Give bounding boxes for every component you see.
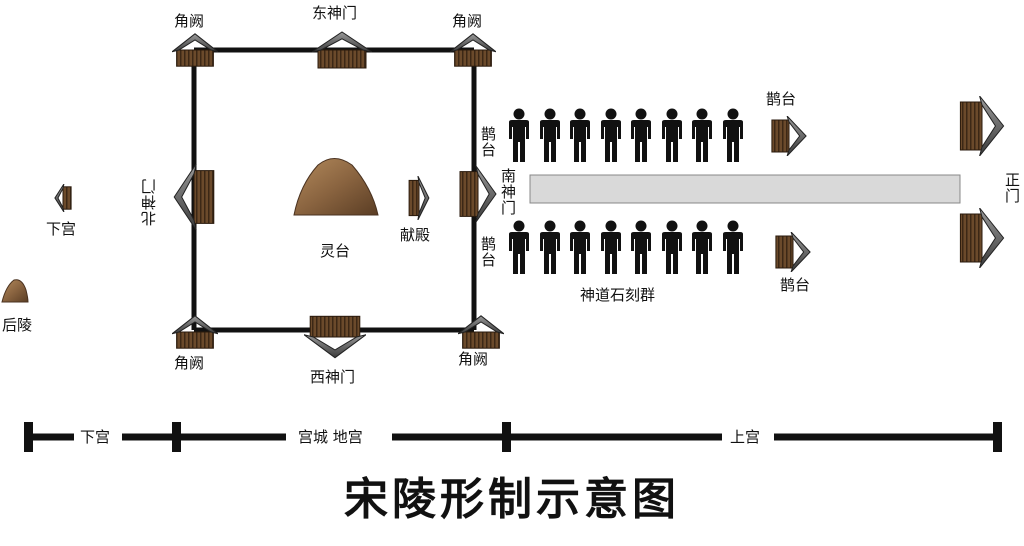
label-que-lower-right: 鹊台 (780, 276, 811, 294)
rear-tomb-mound (1, 279, 29, 303)
east-gate-icon (312, 31, 372, 69)
statue-top-6 (661, 108, 682, 162)
south-gate-icon (459, 166, 497, 222)
corner-tower-tl-icon (172, 33, 218, 67)
label-rear-tomb: 后陵 (2, 316, 33, 334)
scale-label-palace-city-underground: 宫城 地宫 (298, 428, 363, 446)
statue-bottom-3 (570, 220, 590, 274)
label-corner-tower-tr: 角阙 (452, 12, 483, 30)
label-que-upper-right: 鹊台 (766, 90, 797, 108)
label-corner-tower-br: 角阙 (458, 350, 489, 368)
north-gate-icon (173, 164, 215, 230)
statue-bottom-5 (631, 220, 651, 274)
scale-bar (24, 422, 1002, 452)
statue-bottom-1 (509, 220, 529, 274)
label-north-gate: 北神门 (140, 178, 158, 226)
spirit-platform-mound (293, 158, 379, 216)
scale-label-lower-palace: 下宫 (80, 428, 111, 446)
statue-top-8 (722, 108, 743, 162)
label-que-upper-left: 鹊台 (479, 126, 497, 158)
main-gate-upper-icon (959, 96, 1005, 156)
statue-top-1 (509, 108, 529, 162)
west-gate-icon (304, 315, 366, 359)
statue-top-4 (600, 108, 621, 162)
label-offering-hall: 献殿 (400, 226, 431, 244)
label-corner-tower-tl: 角阙 (174, 12, 205, 30)
statue-bottom-2 (539, 220, 560, 274)
statue-bottom-4 (600, 220, 621, 274)
statue-top-5 (631, 108, 651, 162)
label-corner-tower-bl: 角阙 (174, 354, 205, 372)
que-lower-right-icon (775, 232, 811, 272)
label-stone-carvings: 神道石刻群 (580, 286, 656, 304)
statue-top-7 (692, 108, 712, 162)
label-south-gate: 南神门 (499, 168, 517, 216)
label-main-gate: 正门 (1003, 172, 1021, 204)
label-east-gate: 东神门 (312, 4, 358, 22)
label-west-gate: 西神门 (310, 368, 356, 386)
corner-tower-bl-icon (172, 315, 218, 349)
spirit-road (529, 174, 961, 204)
corner-tower-tr-icon (450, 33, 496, 67)
corner-tower-br-icon (458, 315, 504, 349)
offering-hall-icon (408, 176, 430, 220)
lower-palace-icon (54, 184, 72, 212)
label-que-lower-left: 鹊台 (479, 236, 497, 268)
statue-bottom-7 (692, 220, 712, 274)
statue-top-2 (539, 108, 560, 162)
scale-label-upper-palace: 上宫 (730, 428, 761, 446)
label-lower-palace: 下宫 (46, 220, 77, 238)
statue-bottom-8 (722, 220, 743, 274)
statue-top-3 (570, 108, 590, 162)
que-upper-right-icon (771, 116, 807, 156)
statue-bottom-6 (661, 220, 682, 274)
label-spirit-platform: 灵台 (320, 242, 351, 260)
diagram-title: 宋陵形制示意图 (344, 474, 680, 525)
main-gate-lower-icon (959, 208, 1005, 268)
